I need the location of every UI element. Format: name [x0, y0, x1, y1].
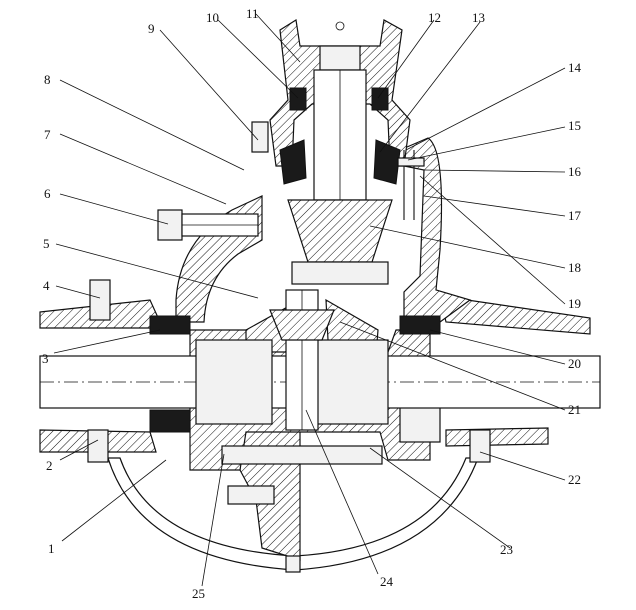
- side-bearing-right: [399, 315, 441, 335]
- callout-4: 4: [43, 278, 50, 293]
- pinion-nut: [319, 45, 361, 71]
- callout-labels: 1 2 3 4 5 6 7 8 9 10 11 12 13 14 15 16 1…: [42, 6, 582, 601]
- callout-6: 6: [44, 186, 51, 201]
- callout-12: 12: [428, 10, 441, 25]
- taper-bearing-left: [279, 139, 307, 185]
- pinion-end-nut: [291, 261, 389, 285]
- drive-pinion: [287, 199, 393, 263]
- bolt-9: [251, 121, 269, 153]
- callout-8: 8: [44, 72, 51, 87]
- side-bearing-left-lower: [149, 409, 191, 433]
- callout-11: 11: [246, 6, 259, 21]
- callout-24: 24: [380, 574, 394, 589]
- callout-7: 7: [44, 127, 51, 142]
- shim-16: [397, 157, 425, 167]
- callout-19: 19: [568, 296, 581, 311]
- callout-5: 5: [43, 236, 50, 251]
- callout-22: 22: [568, 472, 581, 487]
- carrier-housing-right: [399, 137, 472, 323]
- callout-13: 13: [472, 10, 485, 25]
- callout-9: 9: [148, 21, 155, 36]
- pinion-nut-top: [335, 21, 345, 31]
- bolt-22: [469, 429, 491, 463]
- bolt-bottom: [285, 555, 301, 573]
- callout-15: 15: [568, 118, 581, 133]
- callout-2: 2: [46, 458, 53, 473]
- bolt-2: [87, 429, 109, 463]
- callout-25: 25: [192, 586, 205, 601]
- bolt-4: [89, 279, 111, 321]
- bolt-25: [221, 445, 383, 465]
- callout-3: 3: [42, 351, 49, 366]
- callout-17: 17: [568, 208, 582, 223]
- callout-18: 18: [568, 260, 581, 275]
- assembly-drawing: [39, 19, 601, 573]
- planet-gear-upper: [269, 309, 335, 341]
- side-bearing-left: [149, 315, 191, 335]
- callout-21: 21: [568, 402, 581, 417]
- upper-bearing-left: [289, 87, 307, 111]
- axle-housing-right-lower: [445, 427, 549, 447]
- callout-14: 14: [568, 60, 582, 75]
- leader-lines: [53, 13, 566, 587]
- callout-20: 20: [568, 356, 581, 371]
- side-gear-left: [195, 339, 273, 425]
- callout-16: 16: [568, 164, 582, 179]
- callout-10: 10: [206, 10, 219, 25]
- callout-1: 1: [48, 541, 55, 556]
- side-gear-right: [311, 339, 389, 425]
- upper-bearing-right: [371, 87, 389, 111]
- adjusting-bolt-head: [157, 209, 183, 241]
- bolt-25-head: [227, 485, 275, 505]
- callout-23: 23: [500, 542, 513, 557]
